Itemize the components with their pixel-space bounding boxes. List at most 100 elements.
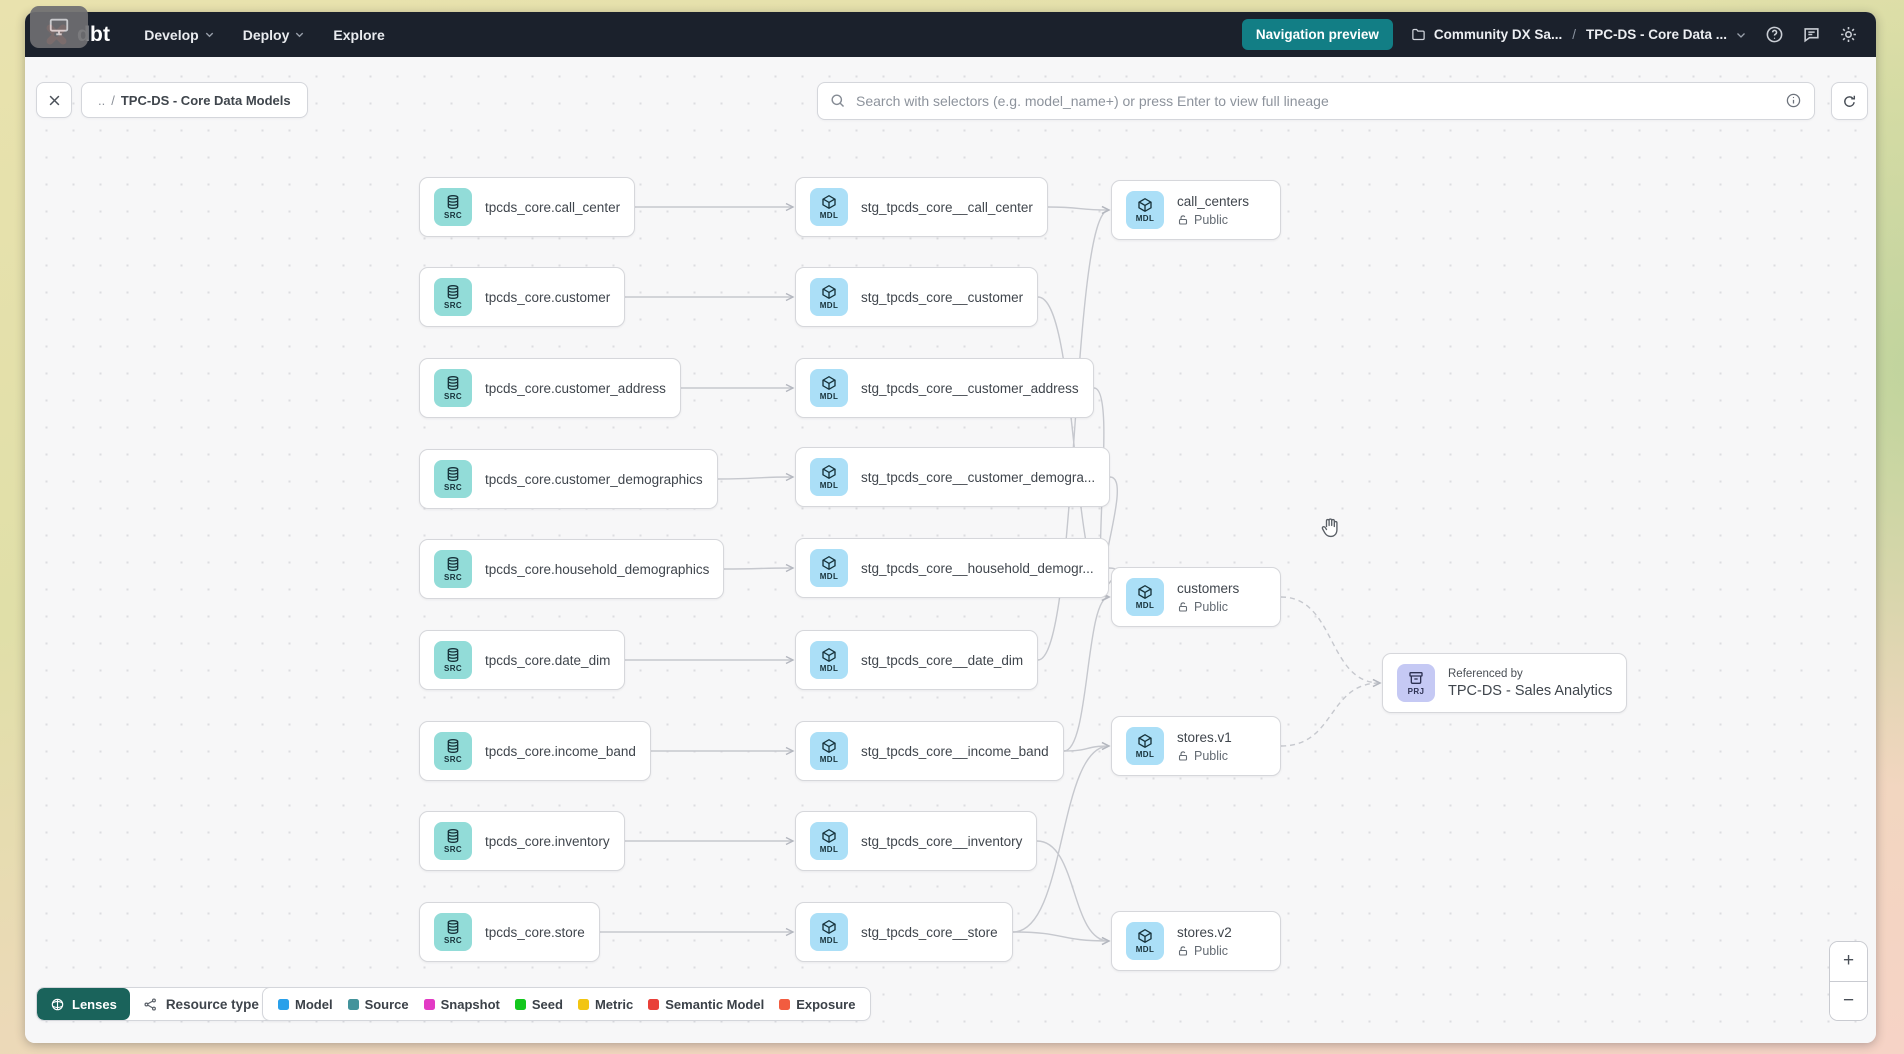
database-icon [447, 467, 459, 482]
lineage-edge [1280, 683, 1380, 747]
project-name[interactable]: TPC-DS - Core Data ... [1585, 27, 1727, 42]
info-icon[interactable] [1785, 92, 1802, 114]
refresh-lineage-button[interactable] [1831, 82, 1868, 120]
menu-deploy[interactable]: Deploy [243, 27, 306, 43]
lenses-button[interactable]: Lenses [37, 988, 130, 1020]
lineage-edge [1063, 597, 1109, 752]
zoom-out-button[interactable]: − [1830, 981, 1867, 1020]
legend-label: Snapshot [440, 996, 500, 1012]
src-badge: SRC [434, 369, 472, 407]
legend-swatch [423, 998, 435, 1010]
graph-node-mdl[interactable]: MDL stg_tpcds_core__call_center [795, 177, 1048, 237]
database-icon [447, 920, 459, 935]
public-unlock-icon [1178, 945, 1188, 956]
navigation-preview-button[interactable]: Navigation preview [1241, 19, 1393, 50]
account-name[interactable]: Community DX Sa... [1433, 27, 1563, 42]
legend-label: Metric [594, 996, 634, 1012]
folder-icon [1412, 28, 1425, 41]
src-badge: SRC [434, 822, 472, 860]
node-label: stg_tpcds_core__store [861, 924, 998, 940]
node-label: tpcds_core.customer [485, 289, 611, 305]
model-cube-icon [822, 647, 836, 663]
project-breadcrumb[interactable]: Community DX Sa... / TPC-DS - Core Data … [1411, 27, 1747, 42]
lineage-edge [717, 477, 793, 479]
monitor-icon [49, 18, 69, 36]
mdl-badge: MDL [810, 822, 848, 860]
legend-item: Exposure [779, 997, 855, 1012]
mdl-badge: MDL [810, 278, 848, 316]
database-icon [447, 557, 459, 572]
lenses-icon [51, 998, 64, 1010]
help-icon[interactable] [1765, 25, 1784, 44]
database-icon [447, 285, 459, 300]
node-label: tpcds_core.household_demographics [485, 561, 710, 577]
mdl-badge: MDL [1126, 578, 1164, 616]
lineage-breadcrumb[interactable]: .. / TPC-DS - Core Data Models [81, 82, 308, 118]
model-cube-icon [1138, 928, 1152, 944]
settings-gear-icon[interactable] [1839, 25, 1858, 44]
lineage-edge [1280, 596, 1380, 683]
legend-swatch [648, 998, 660, 1010]
src-badge: SRC [434, 732, 472, 770]
lineage-edge [1037, 210, 1109, 661]
mdl-badge: MDL [1126, 727, 1164, 765]
node-label: stg_tpcds_core__income_band [861, 743, 1049, 759]
graph-node-src[interactable]: SRC tpcds_core.inventory [419, 811, 625, 871]
mdl-badge: MDL [810, 458, 848, 496]
chevron-down-icon [296, 32, 304, 38]
legend-swatch [278, 998, 289, 1010]
close-icon [49, 95, 59, 105]
legend-label: Source [364, 996, 409, 1012]
node-label: tpcds_core.date_dim [485, 652, 611, 668]
close-lineage-button[interactable] [36, 82, 72, 118]
zoom-in-button[interactable]: + [1830, 942, 1867, 982]
node-label: tpcds_core.call_center [485, 199, 621, 215]
model-cube-icon [822, 464, 836, 480]
feedback-icon[interactable] [1802, 25, 1821, 44]
mdl-badge: MDL [810, 641, 848, 679]
legend-item: Seed [514, 997, 563, 1012]
dbt-app-window: dbt Develop Deploy Explore Navigation pr… [25, 12, 1876, 1043]
node-label: customers [1177, 580, 1240, 596]
legend-swatch [577, 998, 589, 1010]
node-label: stg_tpcds_core__customer_address [861, 380, 1079, 396]
node-label: tpcds_core.inventory [485, 833, 610, 849]
menu-develop[interactable]: Develop [144, 27, 214, 43]
legend-item: Source [347, 996, 409, 1012]
model-cube-icon [822, 284, 836, 300]
legend-item: Semantic Model [648, 997, 764, 1012]
public-unlock-icon [1178, 750, 1188, 761]
legend-swatch [347, 998, 359, 1010]
menu-explore[interactable]: Explore [333, 26, 385, 43]
lineage-search [817, 82, 1815, 120]
node-label: stores.v1 [1177, 729, 1232, 745]
search-input[interactable] [817, 82, 1815, 120]
node-label: stg_tpcds_core__call_center [861, 199, 1033, 215]
mdl-badge: MDL [810, 188, 848, 226]
chevron-down-icon [1737, 32, 1745, 38]
node-label: TPC-DS - Sales Analytics [1448, 682, 1613, 699]
